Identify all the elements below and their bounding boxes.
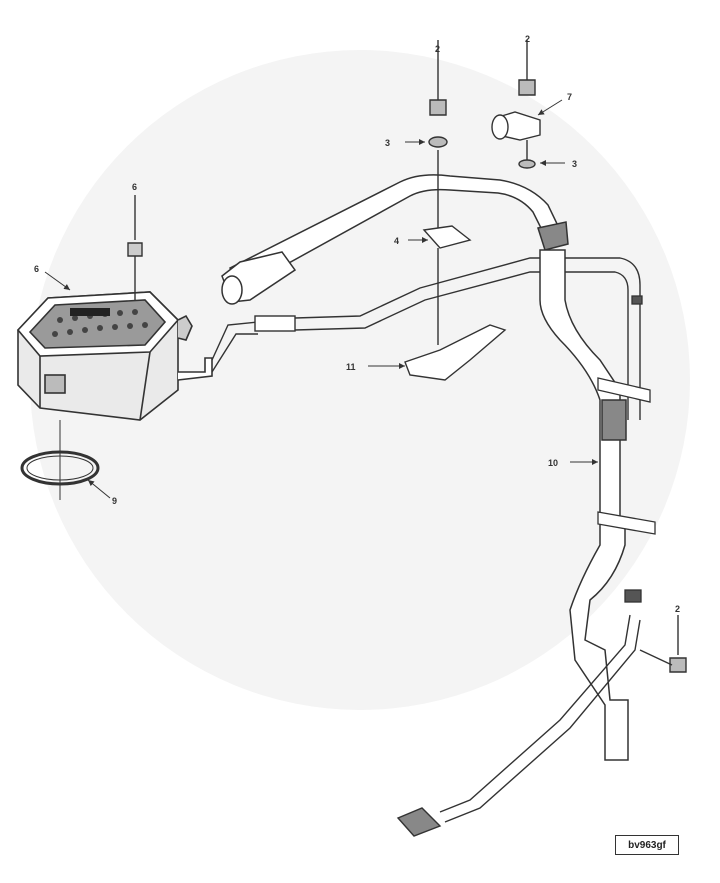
callout-label: 2 xyxy=(435,44,440,54)
callout-label: 3 xyxy=(572,159,577,169)
lower-diagonal-tube xyxy=(396,614,641,837)
lower-tube xyxy=(211,257,641,420)
filter-housing xyxy=(16,291,213,421)
bottom-bolt xyxy=(639,615,687,673)
bracket-hardware xyxy=(404,40,507,381)
elbow-fitting xyxy=(491,40,541,169)
hose-clamps xyxy=(597,295,656,603)
upper-hose xyxy=(221,174,569,305)
callout-label: 6 xyxy=(34,264,39,274)
callout-label: 9 xyxy=(112,496,117,506)
callout-label: 4 xyxy=(394,236,399,246)
reference-code-box: bv963gf xyxy=(615,835,679,855)
callout-label: 7 xyxy=(567,92,572,102)
callout-label: 11 xyxy=(346,362,356,372)
callout-label: 2 xyxy=(525,34,530,44)
callout-label: 2 xyxy=(675,604,680,614)
callout-arrows xyxy=(44,99,598,499)
background-shade xyxy=(30,50,690,710)
callout-label: 6 xyxy=(132,182,137,192)
callout-label: 3 xyxy=(385,138,390,148)
filter-bolt xyxy=(127,195,143,300)
callout-label: 10 xyxy=(548,458,558,468)
vertical-hose xyxy=(539,249,629,761)
